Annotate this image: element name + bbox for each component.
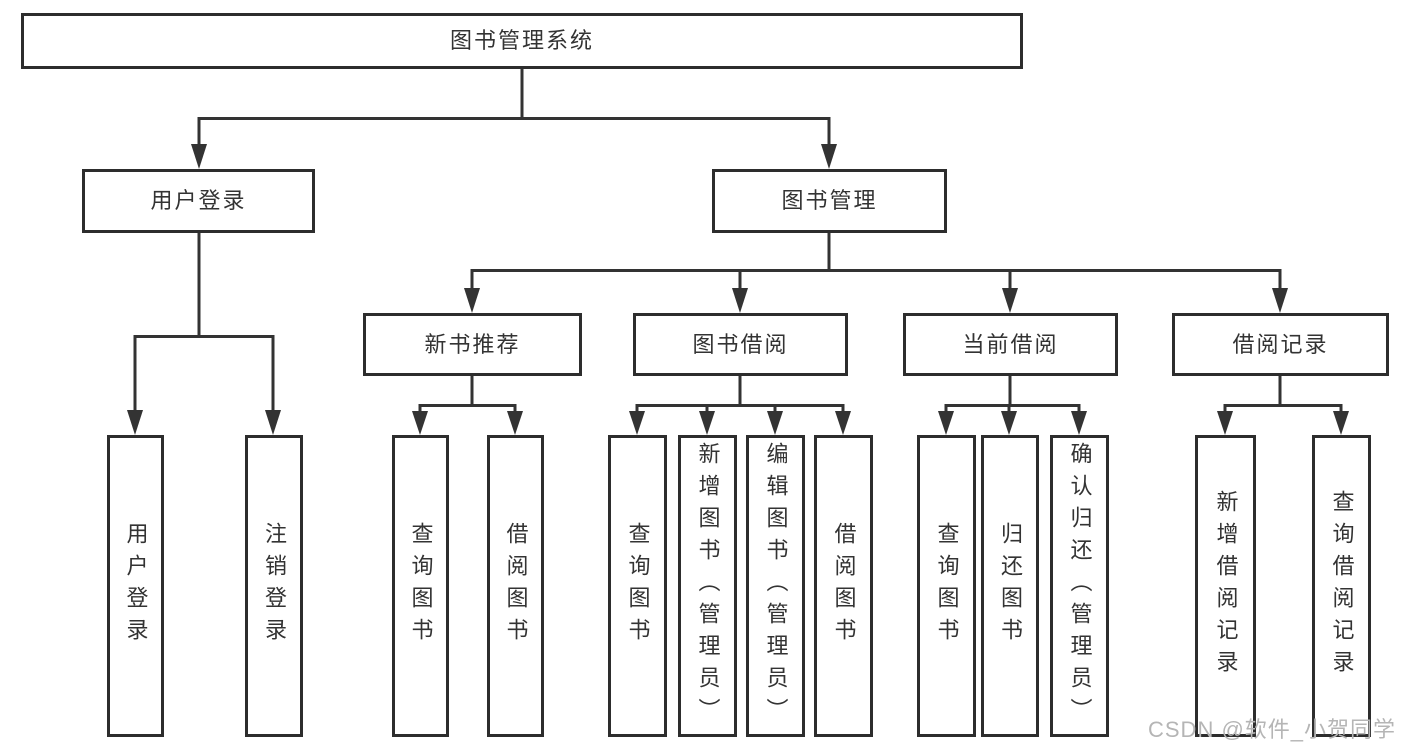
node-leaf-logout: 注销登录 [245, 435, 303, 737]
watermark: CSDN @软件_小贺同学 [1148, 717, 1397, 742]
node-leaf-add-borrow-record: 新增借阅记录 [1195, 435, 1256, 737]
node-leaf-query-books-borrowing: 查询图书 [608, 435, 667, 737]
node-leaf-borrow-books-recommend: 借阅图书 [487, 435, 544, 737]
node-leaf-confirm-return-admin: 确认归还（管理员） [1050, 435, 1109, 737]
node-current-borrowing: 当前借阅 [903, 313, 1118, 376]
node-leaf-add-books-admin: 新增图书（管理员） [678, 435, 737, 737]
node-leaf-user-login: 用户登录 [107, 435, 164, 737]
node-leaf-borrow-books-borrowing: 借阅图书 [814, 435, 873, 737]
node-leaf-edit-books-admin: 编辑图书（管理员） [746, 435, 805, 737]
node-new-book-recommend: 新书推荐 [363, 313, 582, 376]
arrowheads [127, 144, 1349, 435]
node-book-borrowing: 图书借阅 [633, 313, 848, 376]
node-borrowing-records: 借阅记录 [1172, 313, 1389, 376]
node-book-management: 图书管理 [712, 169, 947, 233]
node-leaf-return-books: 归还图书 [981, 435, 1039, 737]
node-user-login: 用户登录 [82, 169, 315, 233]
node-leaf-query-borrow-record: 查询借阅记录 [1312, 435, 1371, 737]
node-leaf-query-books-current: 查询图书 [917, 435, 976, 737]
node-root: 图书管理系统 [21, 13, 1023, 69]
node-leaf-query-books-recommend: 查询图书 [392, 435, 449, 737]
